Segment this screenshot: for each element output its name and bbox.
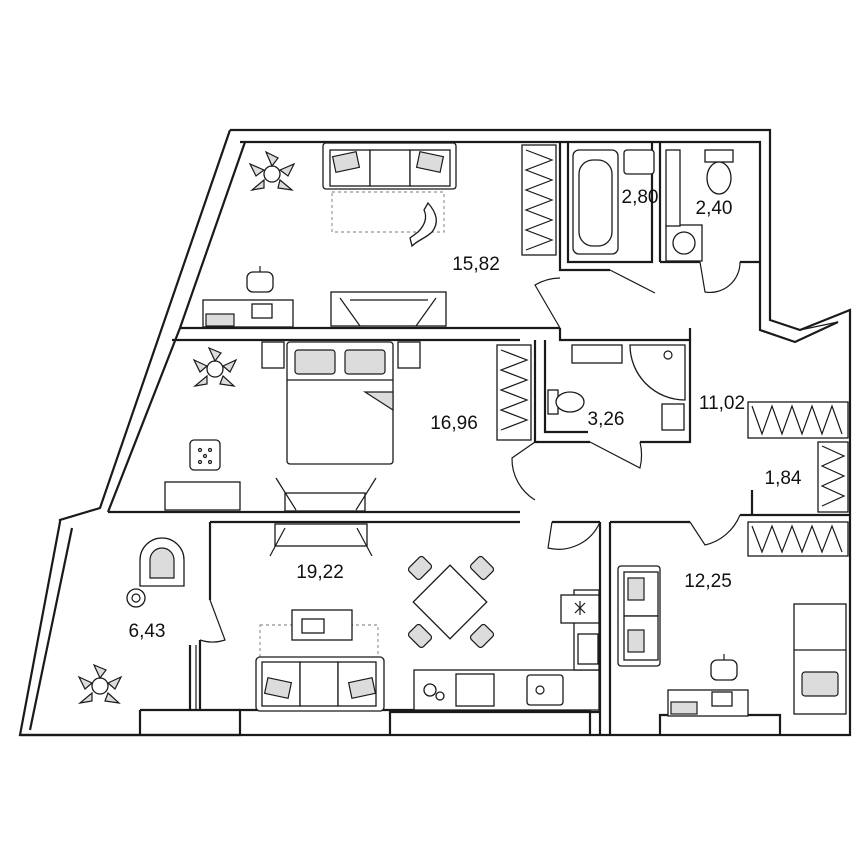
sink-bath xyxy=(623,149,655,175)
furniture-shower xyxy=(547,344,686,431)
round-table-balcony xyxy=(126,588,146,608)
furniture-living-top xyxy=(202,142,457,328)
plant-icon xyxy=(248,150,296,191)
tv-stand-kitchen xyxy=(269,523,373,557)
tv-stand-top xyxy=(330,291,447,327)
area-label-kitchen-living: 19,22 xyxy=(296,562,344,583)
area-label-wc: 2,40 xyxy=(696,198,733,219)
armchair-balcony xyxy=(139,537,185,587)
wardrobe-bedroom-2 xyxy=(747,521,849,557)
sofa-bedroom-2 xyxy=(617,565,661,667)
area-label-closet: 1,84 xyxy=(765,468,802,489)
rug-top xyxy=(331,191,445,233)
desk-top xyxy=(202,266,294,328)
shower-sink xyxy=(571,344,623,364)
furniture-bath xyxy=(572,149,734,262)
wardrobes xyxy=(496,144,849,557)
wardrobe-closet xyxy=(817,441,849,513)
bed-double xyxy=(261,341,421,465)
coffee-table xyxy=(291,609,353,641)
desk-bedroom-2 xyxy=(667,654,749,717)
desk-bedroom xyxy=(164,439,241,511)
doors xyxy=(195,261,839,710)
dining-table xyxy=(407,555,495,649)
wardrobe-top xyxy=(521,144,557,256)
plant-icon-bedroom xyxy=(192,346,238,387)
furniture-bedroom-2 xyxy=(617,565,847,717)
area-labels: 15,82 2,80 2,40 16,96 3,26 11,02 1,84 19… xyxy=(129,187,802,642)
area-label-shower: 3,26 xyxy=(588,409,625,430)
area-label-hall: 11,02 xyxy=(699,393,745,414)
area-label-bedroom: 16,96 xyxy=(430,413,478,434)
plant-icon-balcony xyxy=(77,663,123,704)
toilet-wc xyxy=(704,149,734,195)
area-label-bedroom-2: 12,25 xyxy=(684,571,732,592)
wardrobe-bedroom xyxy=(496,344,532,441)
furniture-bedroom xyxy=(164,341,421,512)
tv-stand-bedroom xyxy=(275,477,377,512)
toilet-shower xyxy=(547,389,585,415)
shower-cabin xyxy=(629,344,686,401)
sofa-top xyxy=(322,142,457,190)
area-label-balcony: 6,43 xyxy=(129,621,166,642)
sofa-kitchen xyxy=(255,656,385,712)
kitchen-counter xyxy=(413,589,600,711)
wardrobe-hall xyxy=(747,401,849,439)
area-label-bath: 2,80 xyxy=(622,187,659,208)
furniture-kitchen-living xyxy=(255,523,600,712)
area-label-living-top: 15,82 xyxy=(452,254,500,275)
bed-single xyxy=(793,603,847,715)
dog-icon xyxy=(409,201,438,248)
furniture-balcony xyxy=(77,537,185,704)
